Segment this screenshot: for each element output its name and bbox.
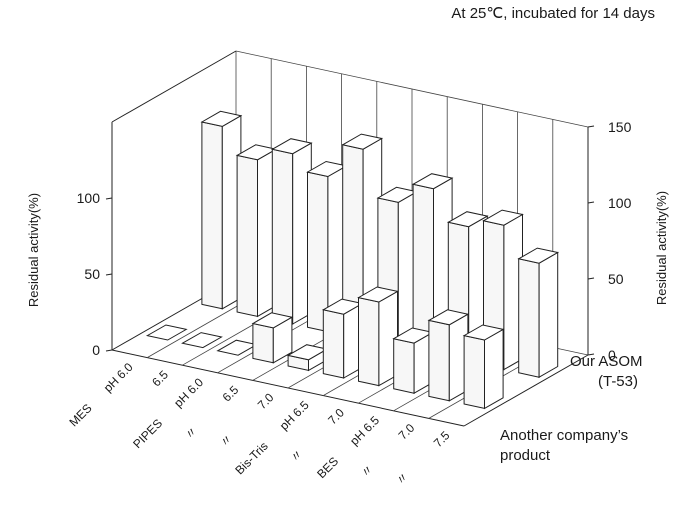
right-tick-label: 50 [608, 271, 624, 287]
bar-top-face [270, 138, 313, 155]
left-tick-mark [105, 273, 113, 276]
bar-s1-c9 [462, 324, 505, 410]
category-ph: pH 6.0 [101, 360, 136, 395]
bar-top-face [462, 324, 505, 341]
bar-side-face [484, 328, 504, 410]
bar-front-face [201, 121, 223, 310]
bar-top-face [427, 309, 470, 326]
left-tick-mark [105, 349, 113, 352]
bar-front-face [428, 319, 450, 402]
category-ph: 6.5 [149, 367, 171, 389]
bar-front-face [322, 309, 345, 379]
bar-s1-c3 [251, 312, 294, 364]
bar-front-face [393, 338, 415, 394]
category-buffer: BES [314, 454, 341, 481]
chart-title: At 25℃, incubated for 14 days [451, 5, 655, 22]
bar-front-face [463, 334, 485, 410]
bar-s1-c6 [357, 286, 399, 387]
category-buffer: 〃 [217, 431, 235, 449]
category-ph: 6.5 [220, 383, 242, 405]
category-label-1: 6.5 [149, 367, 171, 389]
bar-s0-c2 [270, 138, 313, 325]
floor-right-edge [463, 354, 589, 427]
bar-flat [216, 339, 259, 356]
bar-top-face [200, 110, 243, 127]
bar-front-face [307, 171, 329, 333]
bar-s0-c3 [306, 160, 348, 333]
category-buffer: 〃 [393, 469, 411, 487]
category-ph: pH 6.0 [171, 375, 206, 410]
category-buffer: PIPES [130, 416, 165, 451]
right-tick-mark [587, 201, 595, 204]
bar-front-face [358, 296, 380, 387]
bar-s0-c1 [235, 144, 278, 318]
bar-s1-c5 [321, 298, 364, 379]
bar-flat [181, 332, 223, 349]
left-tick-label: 100 [77, 190, 101, 206]
bar-side-face [538, 251, 559, 379]
bar-s1-c8 [427, 309, 470, 402]
category-buffer: Bis-Tris [232, 439, 270, 477]
left-axis-title: Residual activity(%) [26, 193, 41, 307]
bar-s1-c4 [286, 344, 329, 372]
bar-front-face [236, 154, 258, 318]
left-tick-label: 50 [84, 266, 100, 282]
category-buffer: 〃 [288, 447, 306, 465]
category-ph: 7.0 [396, 421, 418, 443]
bar-top-face [517, 247, 560, 264]
bar-top-face [341, 133, 384, 150]
category-ph: pH 6.5 [277, 398, 312, 433]
bar-front-face [271, 148, 294, 325]
category-ph: 7.0 [325, 405, 347, 427]
category-ph: pH 6.5 [347, 413, 382, 448]
bar-s0-c6 [411, 173, 454, 356]
bar-top-face [411, 173, 454, 190]
right-tick-label: 150 [608, 119, 632, 135]
left-tick-mark [105, 197, 113, 200]
right-tick-label: 100 [608, 195, 632, 211]
category-buffer: 〃 [182, 424, 200, 442]
bar-flat [145, 324, 188, 341]
bar-s0-c9 [517, 247, 560, 379]
right-tick-mark [587, 277, 595, 280]
back-wall-top [235, 50, 589, 128]
right-tick-label: 0 [608, 347, 616, 363]
bar-s0-c0 [200, 110, 243, 310]
category-ph: 7.5 [431, 428, 453, 450]
category-ph: 7.0 [255, 390, 277, 412]
category-buffer: MES [66, 401, 94, 429]
bar-front-face [518, 258, 540, 378]
bar-top-face [251, 312, 294, 329]
side-wall-top [111, 50, 237, 123]
bars [145, 110, 560, 410]
bar-s1-c7 [392, 327, 435, 395]
right-tick-mark [587, 125, 595, 128]
bar-top-face [446, 211, 489, 228]
right-axis-title: Residual activity(%) [654, 191, 669, 305]
category-buffer: 〃 [358, 462, 376, 480]
bar-top-face [482, 209, 524, 226]
bar-top-face [357, 286, 399, 303]
right-tick-mark [587, 353, 595, 356]
bar-front-face [252, 322, 274, 364]
left-tick-label: 0 [92, 342, 100, 358]
series-label-0: Our ASOM(T-53) [570, 353, 643, 390]
